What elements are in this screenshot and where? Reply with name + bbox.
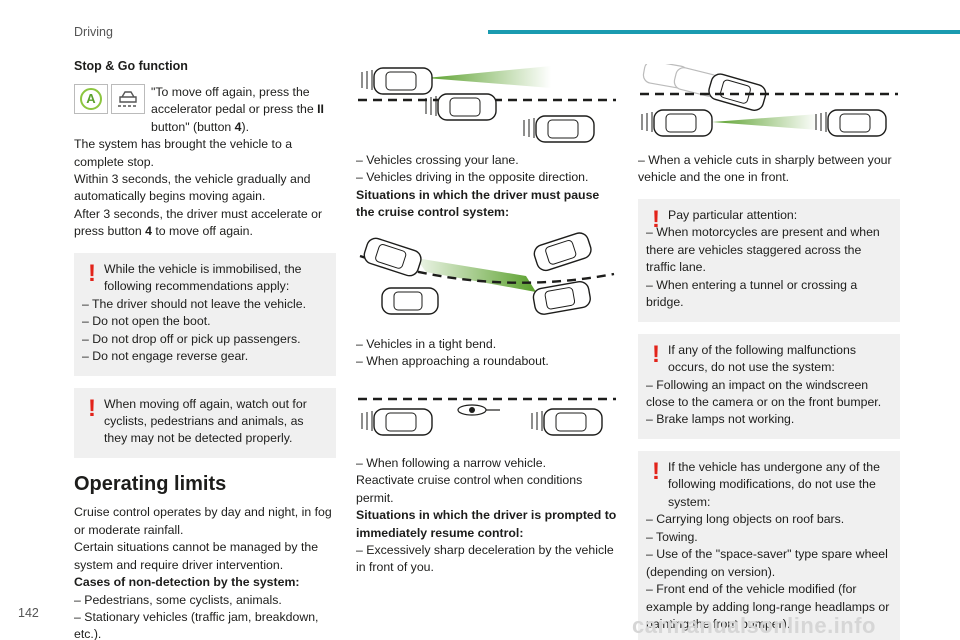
list-item: – When entering a tunnel or crossing a b… [646,277,858,310]
page-number: 142 [18,606,39,620]
list-item: – Following an impact on the windscreen … [646,377,882,409]
list-item: – Use of the "space-saver" type spare wh… [646,547,888,579]
stop-go-icon-row: A "To move off again, press the accelera… [74,83,336,136]
warning-box-moving-off: ! When moving off again, watch out for c… [74,387,336,458]
illustration-narrow-vehicle [356,377,618,447]
section-header: Driving [74,25,113,39]
limits-p1: Cruise control operates by day and night… [74,505,332,537]
warning-box-malfunctions: ! If any of the following malfunctions o… [638,333,900,439]
warning-box-attention: ! Pay particular attention: – When motor… [638,198,900,322]
list-item: – The driver should not leave the vehicl… [82,296,306,311]
stop-go-p2: Within 3 seconds, the vehicle gradually … [74,172,311,204]
list-item: – Stationary vehicles (traffic jam, brea… [74,610,319,640]
warning-box-modifications: ! If the vehicle has undergone any of th… [638,450,900,640]
list-item: – Excessively sharp deceleration by the … [356,542,614,575]
warning-icon: ! [88,259,96,287]
list-item: – Vehicles in a tight bend. [356,336,497,351]
list-item: – Do not open the boot. [82,314,211,329]
list-item: – When a vehicle cuts in sharply between… [638,153,892,185]
prompted-title: Situations in which the driver is prompt… [356,508,617,540]
list-item: – Carrying long objects on roof bars. [646,512,845,527]
pause-title: Situations in which the driver must paus… [356,187,600,220]
illustration-tight-bend [356,228,618,328]
list-item: – Towing. [646,529,698,544]
warning-icon: ! [652,340,660,368]
list-item: – Brake lamps not working. [646,412,795,427]
auto-hold-icon: A [74,83,108,114]
stop-go-instruction: "To move off again, press the accelerato… [151,84,324,134]
stop-go-p1: The system has brought the vehicle to a … [74,137,293,169]
header-accent-bar [488,30,960,34]
non-detection-title: Cases of non-detection by the system: [74,575,300,590]
list-item: – Vehicles driving in the opposite direc… [356,170,589,185]
stop-go-title: Stop & Go function [74,59,188,73]
list-item: – When approaching a roundabout. [356,354,549,369]
list-item: – Vehicles crossing your lane. [356,153,519,167]
illustration-cut-in [638,64,900,144]
list-item: – When motorcycles are present and when … [646,225,880,275]
limits-p2: Certain situations cannot be managed by … [74,540,319,572]
warning-icon: ! [88,394,96,422]
stop-go-p3: After 3 seconds, the driver must acceler… [74,206,323,239]
reactivate-text: Reactivate cruise control when condition… [356,473,583,505]
warning-icon: ! [652,457,660,485]
list-item: – Front end of the vehicle modified (for… [646,582,890,631]
column-1: Stop & Go function A "To move off again,… [74,58,336,640]
list-item: – Do not drop off or pick up passengers. [82,331,301,346]
column-3: – When a vehicle cuts in sharply between… [638,58,900,640]
list-item: – When following a narrow vehicle. [356,455,547,470]
stop-go-icons: A [74,83,145,114]
warning-icon: ! [652,205,660,233]
list-item: – Pedestrians, some cyclists, animals. [74,592,282,607]
operating-limits-title: Operating limits [74,472,227,495]
watermark: carmanualsonline.info [632,613,876,638]
illustration-crossing-lane [356,64,618,144]
column-2: – Vehicles crossing your lane. – Vehicle… [356,58,618,577]
warning-box-immobilised: ! While the vehicle is immobilised, the … [74,252,336,376]
list-item: – Do not engage reverse gear. [82,349,249,364]
traffic-jam-icon [111,83,145,114]
